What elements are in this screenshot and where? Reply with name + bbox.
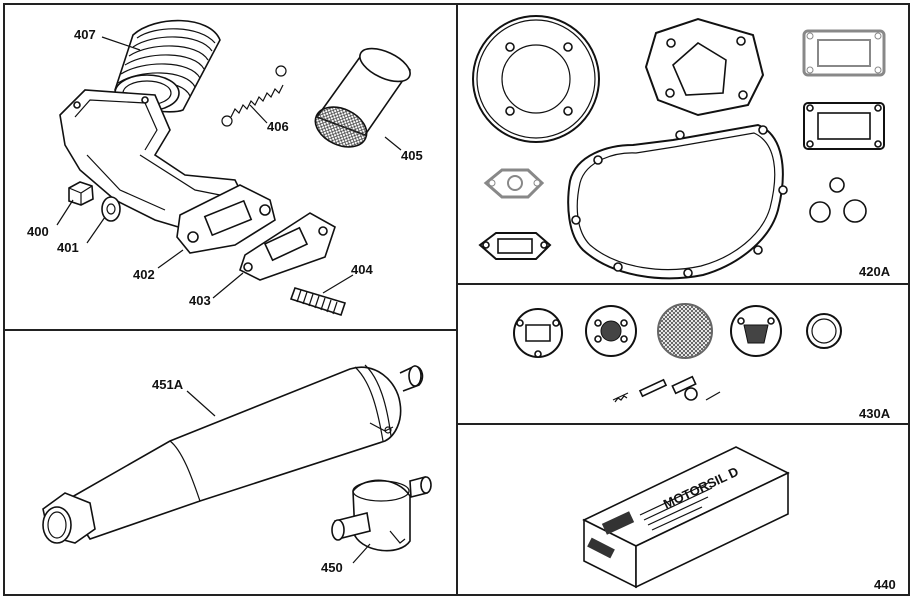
part-405-filter-sleeve — [314, 47, 411, 148]
gasket-exhaust-flange — [478, 232, 552, 260]
part-401-washer — [101, 196, 121, 222]
gasket-reed-valve-dark — [803, 102, 885, 150]
part-450-end-cap — [331, 475, 432, 552]
carb-needles-and-pins — [612, 375, 721, 403]
label-450: 450 — [321, 560, 343, 575]
o-rings — [809, 177, 867, 223]
gasket-kit-drawing: 420A — [472, 15, 891, 280]
panel-carburetor-kit: 430A — [456, 283, 910, 425]
label-401: 401 — [57, 240, 79, 255]
exhaust-drawing: 451A 450 — [42, 364, 432, 575]
gasket-round-head — [472, 15, 600, 143]
carb-kit-drawing: 430A — [513, 303, 891, 421]
panel-sealant: MOTORSIL D 440 — [456, 423, 910, 596]
label-402: 402 — [133, 267, 155, 282]
label-405: 405 — [401, 148, 423, 163]
carb-diaphragm-metering — [730, 305, 782, 357]
gasket-cylinder-base — [644, 17, 765, 117]
label-406: 406 — [267, 119, 289, 134]
panel-gasket-kit: 420A — [456, 3, 910, 285]
sealant-box: MOTORSIL D — [582, 446, 790, 589]
label-404: 404 — [351, 262, 373, 277]
intake-drawing: 407 406 405 400 401 402 403 404 — [27, 19, 423, 317]
part-451a-silencer — [42, 364, 424, 544]
label-403: 403 — [189, 293, 211, 308]
intake-leader-lines — [56, 36, 402, 299]
panel-exhaust-parts: 451A 450 — [3, 329, 458, 596]
label-420a: 420A — [859, 264, 891, 279]
part-400-nut — [68, 181, 94, 206]
exhaust-leader-lines — [186, 390, 371, 564]
label-451a: 451A — [152, 377, 184, 392]
part-402-intake-manifold — [59, 89, 276, 254]
gasket-crankcase — [567, 123, 788, 280]
part-406-spring — [221, 65, 287, 127]
carb-diaphragm-pump — [585, 305, 637, 357]
label-400: 400 — [27, 224, 49, 239]
label-440: 440 — [874, 577, 896, 592]
label-430a: 430A — [859, 406, 891, 421]
gasket-reed-valve-light — [802, 29, 886, 77]
carb-filter-screen — [657, 303, 713, 359]
label-407: 407 — [74, 27, 96, 42]
sealant-drawing: MOTORSIL D 440 — [582, 446, 896, 592]
carb-gasket-1 — [513, 308, 563, 358]
carb-gasket-ring — [806, 313, 842, 349]
panel-intake-parts: 407 406 405 400 401 402 403 404 — [3, 3, 458, 331]
part-403-flange-gasket — [239, 212, 336, 281]
part-404-stud — [289, 287, 347, 317]
gasket-carburetor-light — [483, 168, 545, 199]
